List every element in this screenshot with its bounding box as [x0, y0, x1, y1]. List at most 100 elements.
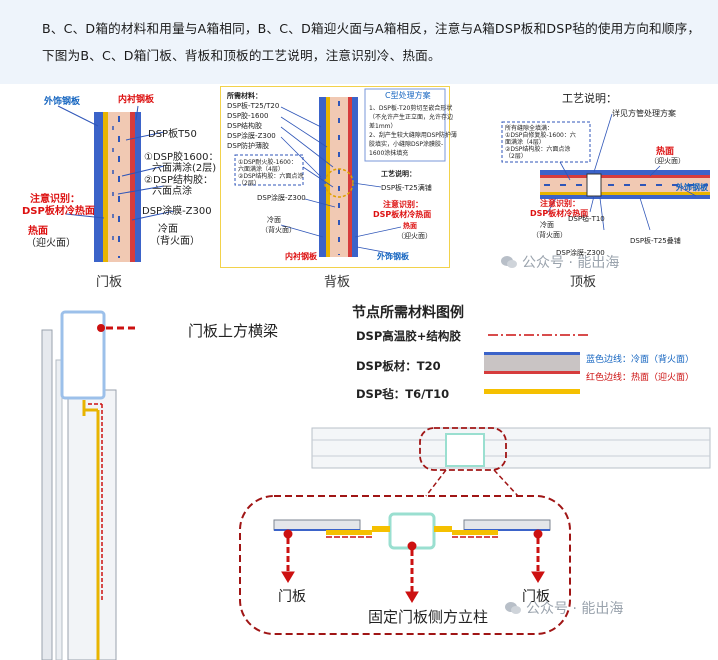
outer-steel-label: 外饰钢板 [676, 183, 708, 192]
glue2-label-a: ②DSP结构胶： [144, 175, 214, 186]
watermark-top: 公众号 · 能出海 [500, 252, 619, 272]
door-panel-diagram: 外饰钢板 内衬钢板 DSP板T50 ①DSP胶1600： 六面满涂(2层) ②D… [14, 86, 219, 268]
dsp-board-label: DSP板T50 [148, 129, 197, 140]
material-3: DSP结构胶 [227, 122, 263, 130]
wechat-icon [505, 602, 521, 614]
note-label-b: DSP板材冷热面 [22, 206, 95, 217]
board-t25-label: DSP板-T25满铺 [381, 184, 432, 192]
scheme-box [364, 88, 446, 162]
watermark-bottom: 公众号 · 能出海 [504, 598, 623, 618]
coating-label: DSP涂膜-Z300 [257, 194, 306, 202]
glue2-label-b: 六面点涂 [152, 186, 192, 197]
wechat-icon [501, 256, 517, 268]
glue1-label-b: 六面满涂(2层) [152, 163, 217, 174]
cold-face-label: 冷面 [158, 224, 178, 235]
legend-board-label: DSP板材：T20 [356, 359, 441, 373]
board-label: DSP板-T25叠铺 [630, 237, 681, 245]
outer-steel-label: 外饰钢板 [44, 97, 81, 107]
felt-layer [103, 112, 108, 262]
felt-label: DSP毡-T10 [568, 215, 605, 223]
door-right-label: 门板 [522, 589, 550, 605]
process-title: 工艺说明： [562, 92, 617, 105]
watermark-text: 公众号 · 能出海 [522, 255, 620, 271]
hot-face-sub: （迎火面） [397, 232, 432, 240]
scheme-line-3: 差1mm） [369, 123, 397, 130]
glue-box-3: ②DSP结构胶：六面点涂 [238, 173, 304, 180]
glue-box-4: ②DSP结构胶：六面点涂 [505, 146, 571, 153]
scheme-line-1: 1、DSP板-T20剪切至嵌合形状 [369, 105, 453, 112]
scheme-line-5: 胶填实，小缝隙DSP涂膜胶- [369, 141, 444, 148]
intro-line-1: B、C、D箱的材料和用量与A箱相同，B、C、D箱迎火面与A箱相反，注意与A箱DS… [42, 21, 701, 36]
glue-box-1: ①DSP耐火胶-1600： [238, 159, 297, 166]
hot-face-label: 热面 [403, 222, 417, 230]
glue-box-4: （2层） [238, 180, 260, 187]
scheme-title: C型处理方案 [385, 91, 431, 100]
process-title: 工艺说明： [381, 170, 416, 178]
cold-face-sub: （背火面） [261, 226, 296, 234]
back-panel-section [234, 88, 446, 257]
coating-label: DSP涂膜-Z300 [142, 206, 212, 217]
legend-title: 节点所需材料图例 [352, 305, 464, 321]
door-panel-section [57, 105, 175, 262]
glue-box-1: 所有缝隙全填满： [505, 125, 554, 132]
cold-face-label: 冷面 [540, 221, 554, 229]
note-label-a: 注意识别： [540, 199, 580, 208]
material-2: DSP胶-1600 [227, 112, 269, 120]
intro-line-2: 下图为B、C、D箱门板、背板和顶板的工艺说明，注意识别冷、热面。 [42, 48, 441, 63]
inner-steel-plate [135, 112, 141, 262]
material-5: DSP防护薄胶 [227, 142, 270, 150]
note-label-b: DSP板材冷热面 [373, 210, 432, 219]
beam-highlight [60, 310, 106, 400]
outer-steel-plate [94, 112, 103, 262]
scheme-line-2: （不允许产生正立面，允许存边 [369, 114, 454, 121]
glue-box [501, 121, 591, 163]
door-left-label: 门板 [278, 589, 306, 605]
watermark-text: 公众号 · 能出海 [526, 601, 624, 617]
outer-steel-label: 外饰钢板 [377, 252, 409, 261]
top-panel-diagram: 工艺说明： 详见方管处理方案 所有缝隙全填满： ①DSP自修复胶-1600：六 … [500, 86, 712, 268]
hot-face-sub: （迎火面） [650, 157, 685, 165]
hot-face-sub: （迎火面） [26, 238, 76, 249]
note-label-a: 注意识别： [30, 194, 80, 205]
legend-felt-swatch [484, 389, 580, 394]
legend-glue-swatch [488, 334, 588, 336]
beam-column-drawing [41, 310, 138, 660]
hot-face-layer [130, 112, 135, 262]
materials-title: 所需材料： [227, 92, 262, 100]
back-panel-caption: 背板 [324, 275, 351, 290]
intro-banner: B、C、D箱的材料和用量与A箱相同，B、C、D箱迎火面与A箱相反，注意与A箱DS… [0, 0, 718, 84]
legend-felt-label: DSP毡：T6/T10 [356, 387, 450, 401]
glue-box-3: 面满涂（4层） [505, 139, 545, 146]
material-4: DSP涂膜-Z300 [227, 132, 276, 140]
top-panel-section [501, 113, 710, 231]
note-label-a: 注意识别： [383, 200, 423, 209]
beam-label: 门板上方横梁 [188, 322, 279, 340]
square-pipe [586, 173, 602, 197]
leader-lines [57, 105, 175, 221]
glue1-label-a: ①DSP胶1600： [144, 152, 219, 163]
pipe-note: 详见方管处理方案 [612, 109, 676, 118]
scheme-line-6: 1600涂抹填充 [369, 150, 409, 157]
legend-glue-label: DSP高温胶+结构胶 [356, 329, 461, 343]
glue-box [234, 154, 304, 186]
material-1: DSP板-T25/T20 [227, 102, 280, 110]
top-panel-caption: 顶板 [570, 275, 597, 290]
inner-steel-label: 内衬钢板 [118, 95, 155, 105]
hot-face-label: 热面 [28, 226, 48, 237]
red-edge-note: 红色边线：热面（迎火面） [586, 373, 695, 383]
glue-box-2: ①DSP自修复胶-1600：六 [505, 132, 576, 139]
cold-face-sub: （背火面） [150, 236, 200, 247]
door-panel-caption: 门板 [96, 275, 123, 290]
glue-box-2: 六面满涂（4层） [238, 166, 284, 173]
coating-label: DSP涂膜-Z300 [556, 249, 605, 257]
inner-steel-label: 内衬钢板 [285, 252, 317, 261]
glue-box-5: （2层） [505, 153, 527, 160]
blue-edge-note: 蓝色边线：冷面（背火面） [586, 355, 695, 365]
post-label: 固定门板侧方立柱 [368, 608, 489, 626]
scheme-line-4: 2、刮产生较大缝隙用DSP防护薄 [369, 132, 457, 139]
note-label-b: DSP板材冷热面 [530, 209, 589, 218]
node-drawing [239, 427, 711, 635]
cold-face-sub: （背火面） [532, 231, 567, 239]
back-panel-diagram: 所需材料： DSP板-T25/T20 DSP胶-1600 DSP结构胶 DSP涂… [220, 86, 457, 268]
legend-board-swatch [484, 352, 580, 374]
